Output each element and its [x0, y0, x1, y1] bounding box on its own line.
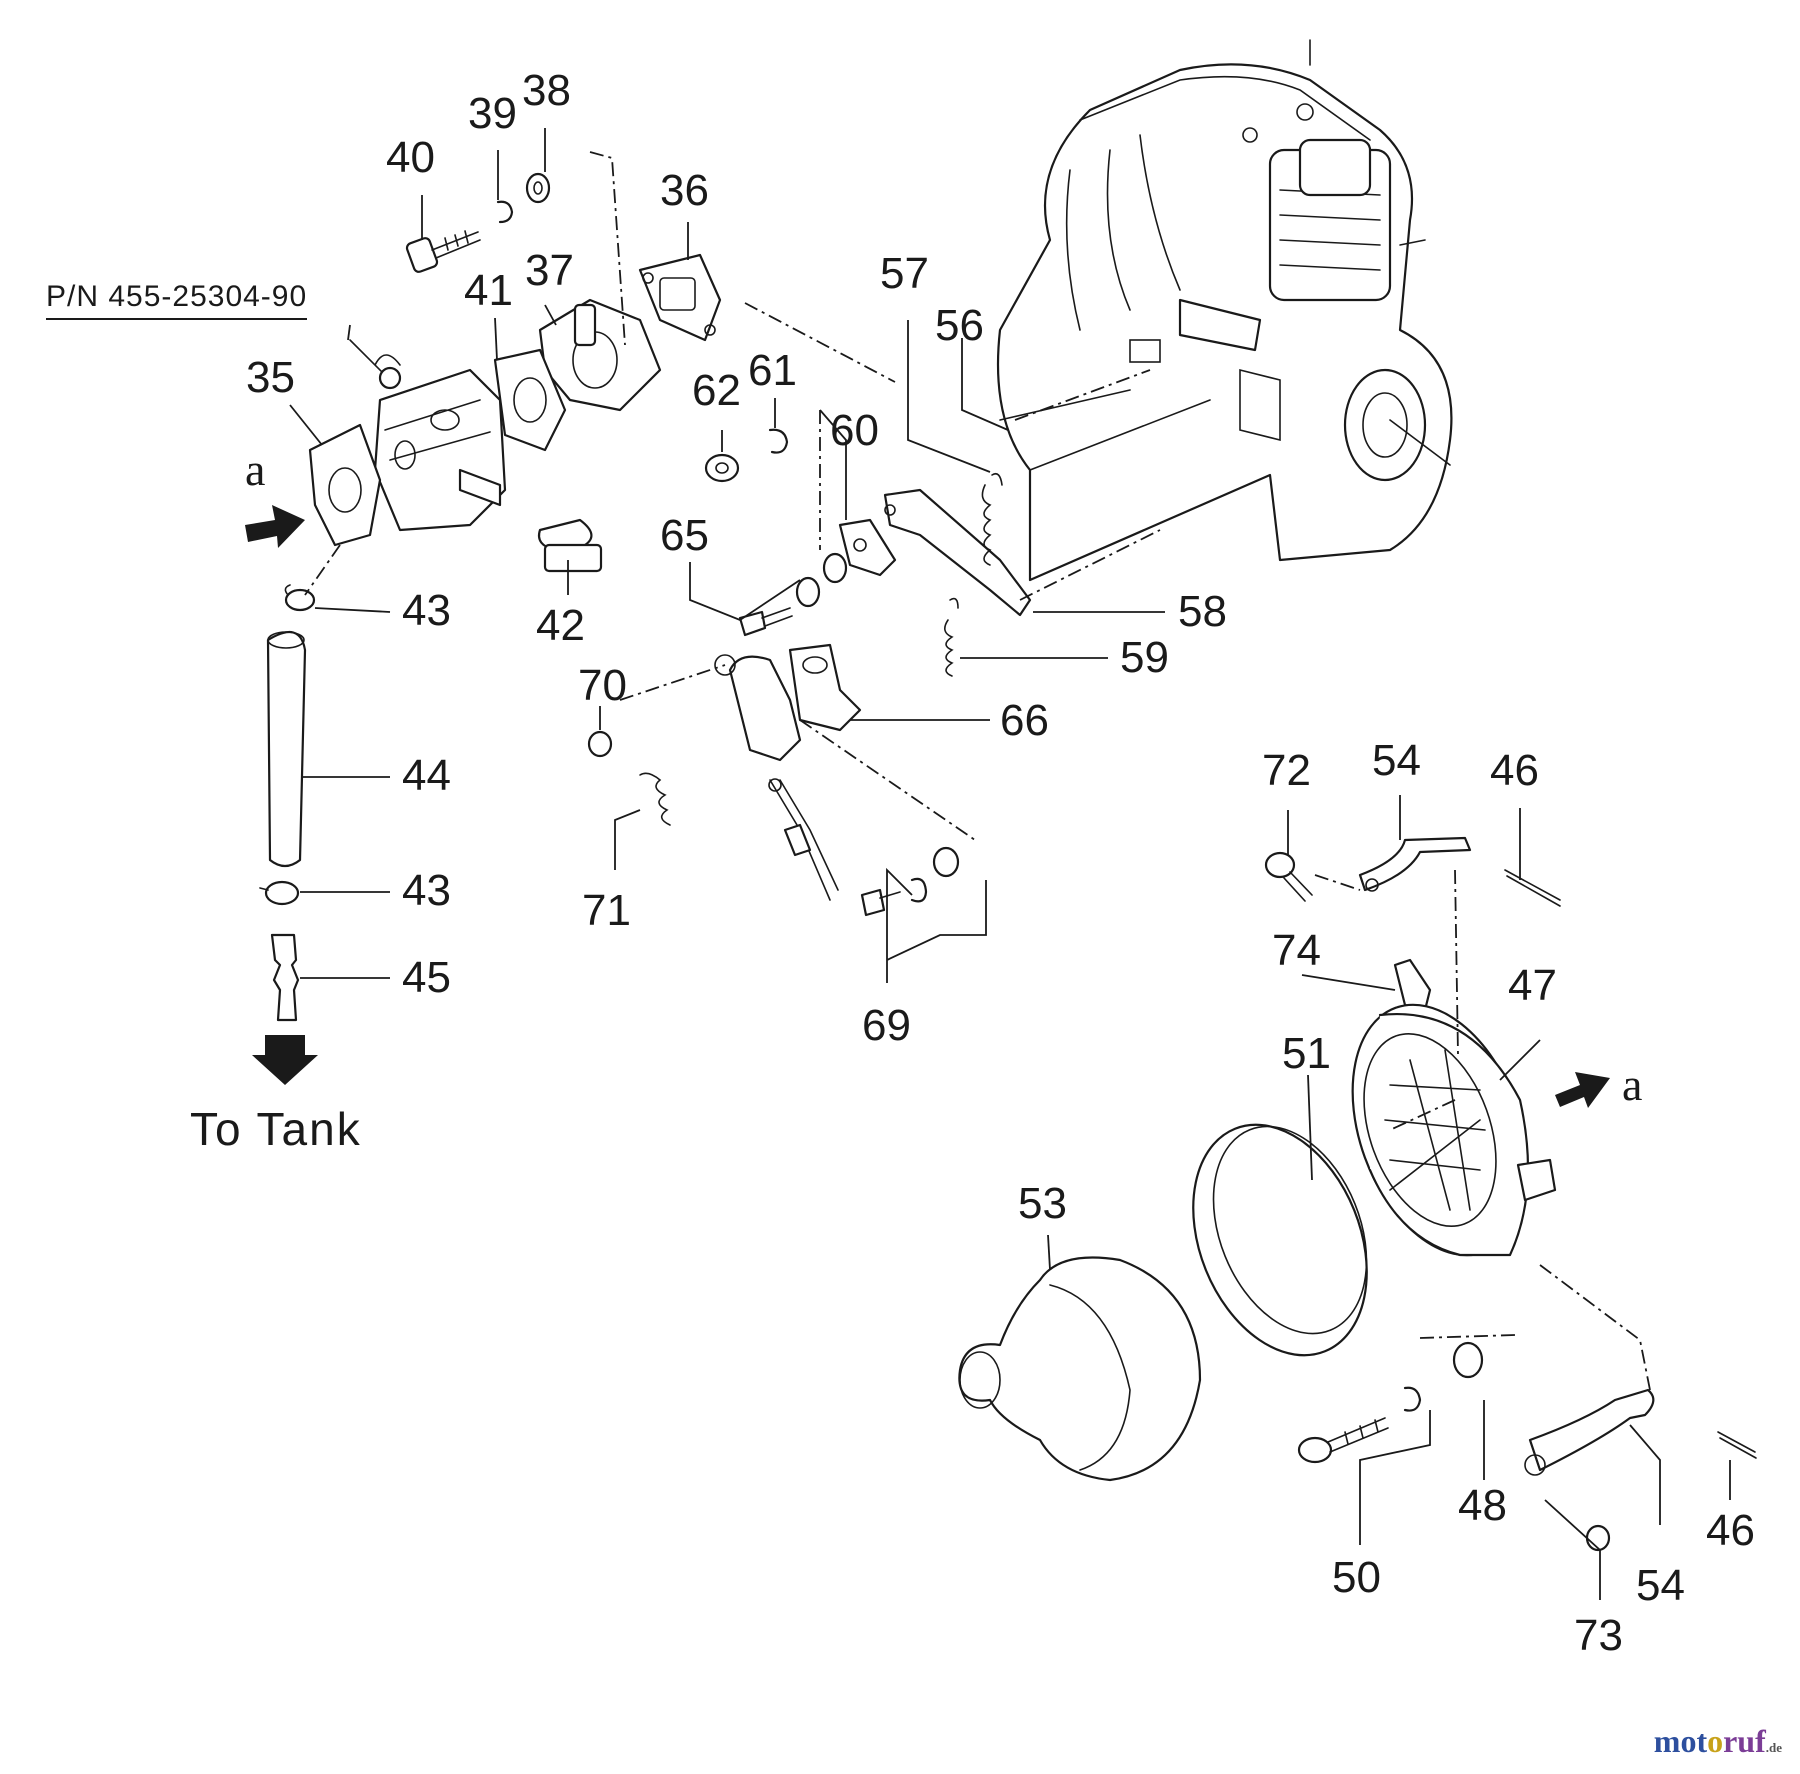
throttle-cable — [768, 778, 839, 901]
callout-40: 40 — [386, 133, 435, 182]
callout-65: 65 — [660, 511, 709, 560]
callout-66: 66 — [1000, 696, 1049, 745]
lever-part-60 — [838, 488, 1032, 617]
callout-62: 62 — [692, 366, 741, 415]
air-cleaner-assembly — [958, 836, 1757, 1552]
nut-part-62 — [704, 453, 740, 483]
carburetor-assembly — [245, 172, 722, 573]
callout-61: 61 — [748, 346, 797, 395]
part-callouts: 40 39 38 36 37 41 35 a 42 43 44 43 45 62… — [245, 66, 1755, 1660]
callout-46-upper: 46 — [1490, 746, 1539, 795]
fuel-line-assembly — [252, 584, 318, 1085]
spring-part-59 — [944, 597, 959, 677]
callout-74: 74 — [1272, 926, 1321, 975]
callout-45: 45 — [402, 953, 451, 1002]
callout-69: 69 — [862, 1001, 911, 1050]
throttle-linkage — [587, 428, 1032, 917]
callout-73: 73 — [1574, 1611, 1623, 1660]
callout-53: 53 — [1018, 1179, 1067, 1228]
throttle-bracket-part-66 — [714, 643, 862, 762]
part-number-label: P/N 455-25304-90 — [46, 280, 308, 320]
fitting-part-45 — [270, 933, 300, 1022]
callout-47: 47 — [1508, 961, 1557, 1010]
to-tank-label: To Tank — [190, 1103, 362, 1155]
spring-washer-part-39 — [496, 200, 514, 224]
clip-part-43-lower — [259, 880, 300, 906]
leader-lines — [289, 128, 1731, 1600]
callout-38: 38 — [522, 66, 571, 115]
spring-washer-part-50 — [1403, 1386, 1422, 1412]
bracket-part-54-lower — [1524, 1388, 1655, 1476]
callout-36: 36 — [660, 166, 709, 215]
carburetor-body — [349, 339, 507, 532]
callout-72: 72 — [1262, 746, 1311, 795]
callout-54-lower: 54 — [1636, 1561, 1685, 1610]
callout-42: 42 — [536, 601, 585, 650]
callout-60: 60 — [830, 406, 879, 455]
callout-44: 44 — [402, 751, 451, 800]
screw-part-40 — [405, 230, 481, 273]
callout-57: 57 — [880, 249, 929, 298]
grommet-part-74 — [1393, 958, 1432, 1012]
callout-51: 51 — [1282, 1029, 1331, 1078]
outlet-arrow-a — [1555, 1072, 1610, 1108]
assembly-centerlines — [304, 151, 1651, 1391]
pin-part-46-upper — [1504, 869, 1561, 907]
callout-41: 41 — [464, 266, 513, 315]
nut-part-73 — [1585, 1524, 1611, 1552]
spring-part-57 — [981, 472, 1003, 566]
callout-71: 71 — [582, 886, 631, 935]
washer-part-48 — [1452, 1341, 1484, 1379]
pin-part-46-lower — [1717, 1431, 1757, 1459]
gasket-part-41 — [493, 348, 567, 452]
fuel-hose-part-44 — [266, 630, 307, 868]
callout-37: 37 — [525, 246, 574, 295]
gasket-part-36 — [638, 253, 722, 342]
insulator-part-37 — [538, 298, 662, 412]
callout-35: 35 — [246, 353, 295, 402]
callout-43-upper: 43 — [402, 586, 451, 635]
callout-46-lower: 46 — [1706, 1506, 1755, 1555]
to-tank-arrow — [252, 1035, 318, 1085]
callout-58: 58 — [1178, 587, 1227, 636]
callout-70: 70 — [578, 661, 627, 710]
intake-arrow-a — [245, 505, 305, 548]
callout-39: 39 — [468, 89, 517, 138]
gasket-part-35 — [308, 423, 382, 547]
spring-part-71 — [639, 772, 671, 826]
callout-43-lower: 43 — [402, 866, 451, 915]
engine-assembly — [996, 39, 1453, 582]
choke-part-42 — [537, 518, 603, 573]
nut-part-70 — [587, 730, 613, 758]
callout-59: 59 — [1120, 633, 1169, 682]
clip-part-43-upper — [284, 584, 316, 612]
washers-part-65 — [738, 552, 848, 637]
cover-part-53 — [958, 1256, 1202, 1482]
air-cleaner-case-part-47 — [1351, 1003, 1557, 1257]
fasteners-part-69 — [860, 846, 960, 917]
intake-arrow-letter: a — [245, 444, 265, 495]
watermark-logo: motoruf.de — [1653, 1723, 1782, 1759]
washer-part-38 — [525, 172, 551, 204]
callout-48: 48 — [1458, 1481, 1507, 1530]
callout-54-upper: 54 — [1372, 736, 1421, 785]
screw-part-50 — [1297, 1417, 1389, 1464]
screw-part-72 — [1264, 851, 1313, 902]
bracket-part-54-upper — [1358, 836, 1472, 892]
callout-50: 50 — [1332, 1553, 1381, 1602]
washer-part-61 — [768, 428, 789, 454]
outlet-arrow-letter: a — [1622, 1059, 1642, 1110]
filter-element-part-51 — [1192, 1123, 1368, 1357]
callout-56: 56 — [935, 301, 984, 350]
